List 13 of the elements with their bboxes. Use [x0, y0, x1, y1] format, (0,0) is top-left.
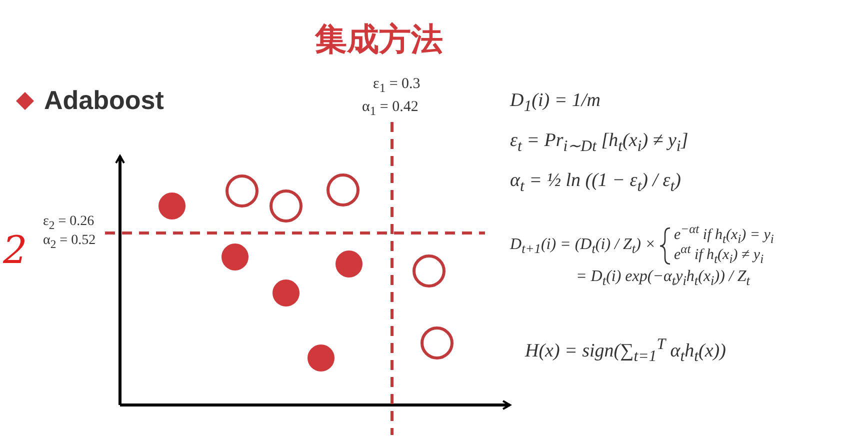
math-label: ε$_{2}$ = 0.26: [43, 214, 94, 232]
formula: α$_{t}$ = ½ ln ((1 − ε$_{t}$) / ε$_{t}$): [510, 170, 681, 196]
formula: H(x) = sign(∑$_{t=1}$$^{T}$ α$_{t}$h$_{t}$(x)): [525, 336, 726, 366]
math-label: ε$_{1}$ = 0.3: [373, 76, 420, 96]
title: 集成方法: [315, 19, 443, 60]
heading: Adaboost: [44, 85, 164, 116]
formula: ε$_{t}$ = Pr$_{i∼Dt}$ [h$_{t}$(x$_{i}$) ≠ y$_{i}$]: [510, 130, 688, 156]
formula: D$_{t+1}$(i) = (D$_{t}$(i) / Z$_{t}$) ×: [510, 236, 656, 258]
math-label: α$_{2}$ = 0.52: [43, 233, 96, 251]
formula: = D$_{t}$(i) exp(−α$_{t}$y$_{i}$h$_{t}$(x$_{i}$)) / Z$_{t}$: [576, 268, 750, 290]
math-label: α$_{1}$ = 0.42: [362, 99, 418, 119]
formula: D$_{1}$(i) = 1/m: [510, 90, 600, 116]
handwritten-number: 2: [3, 228, 28, 272]
